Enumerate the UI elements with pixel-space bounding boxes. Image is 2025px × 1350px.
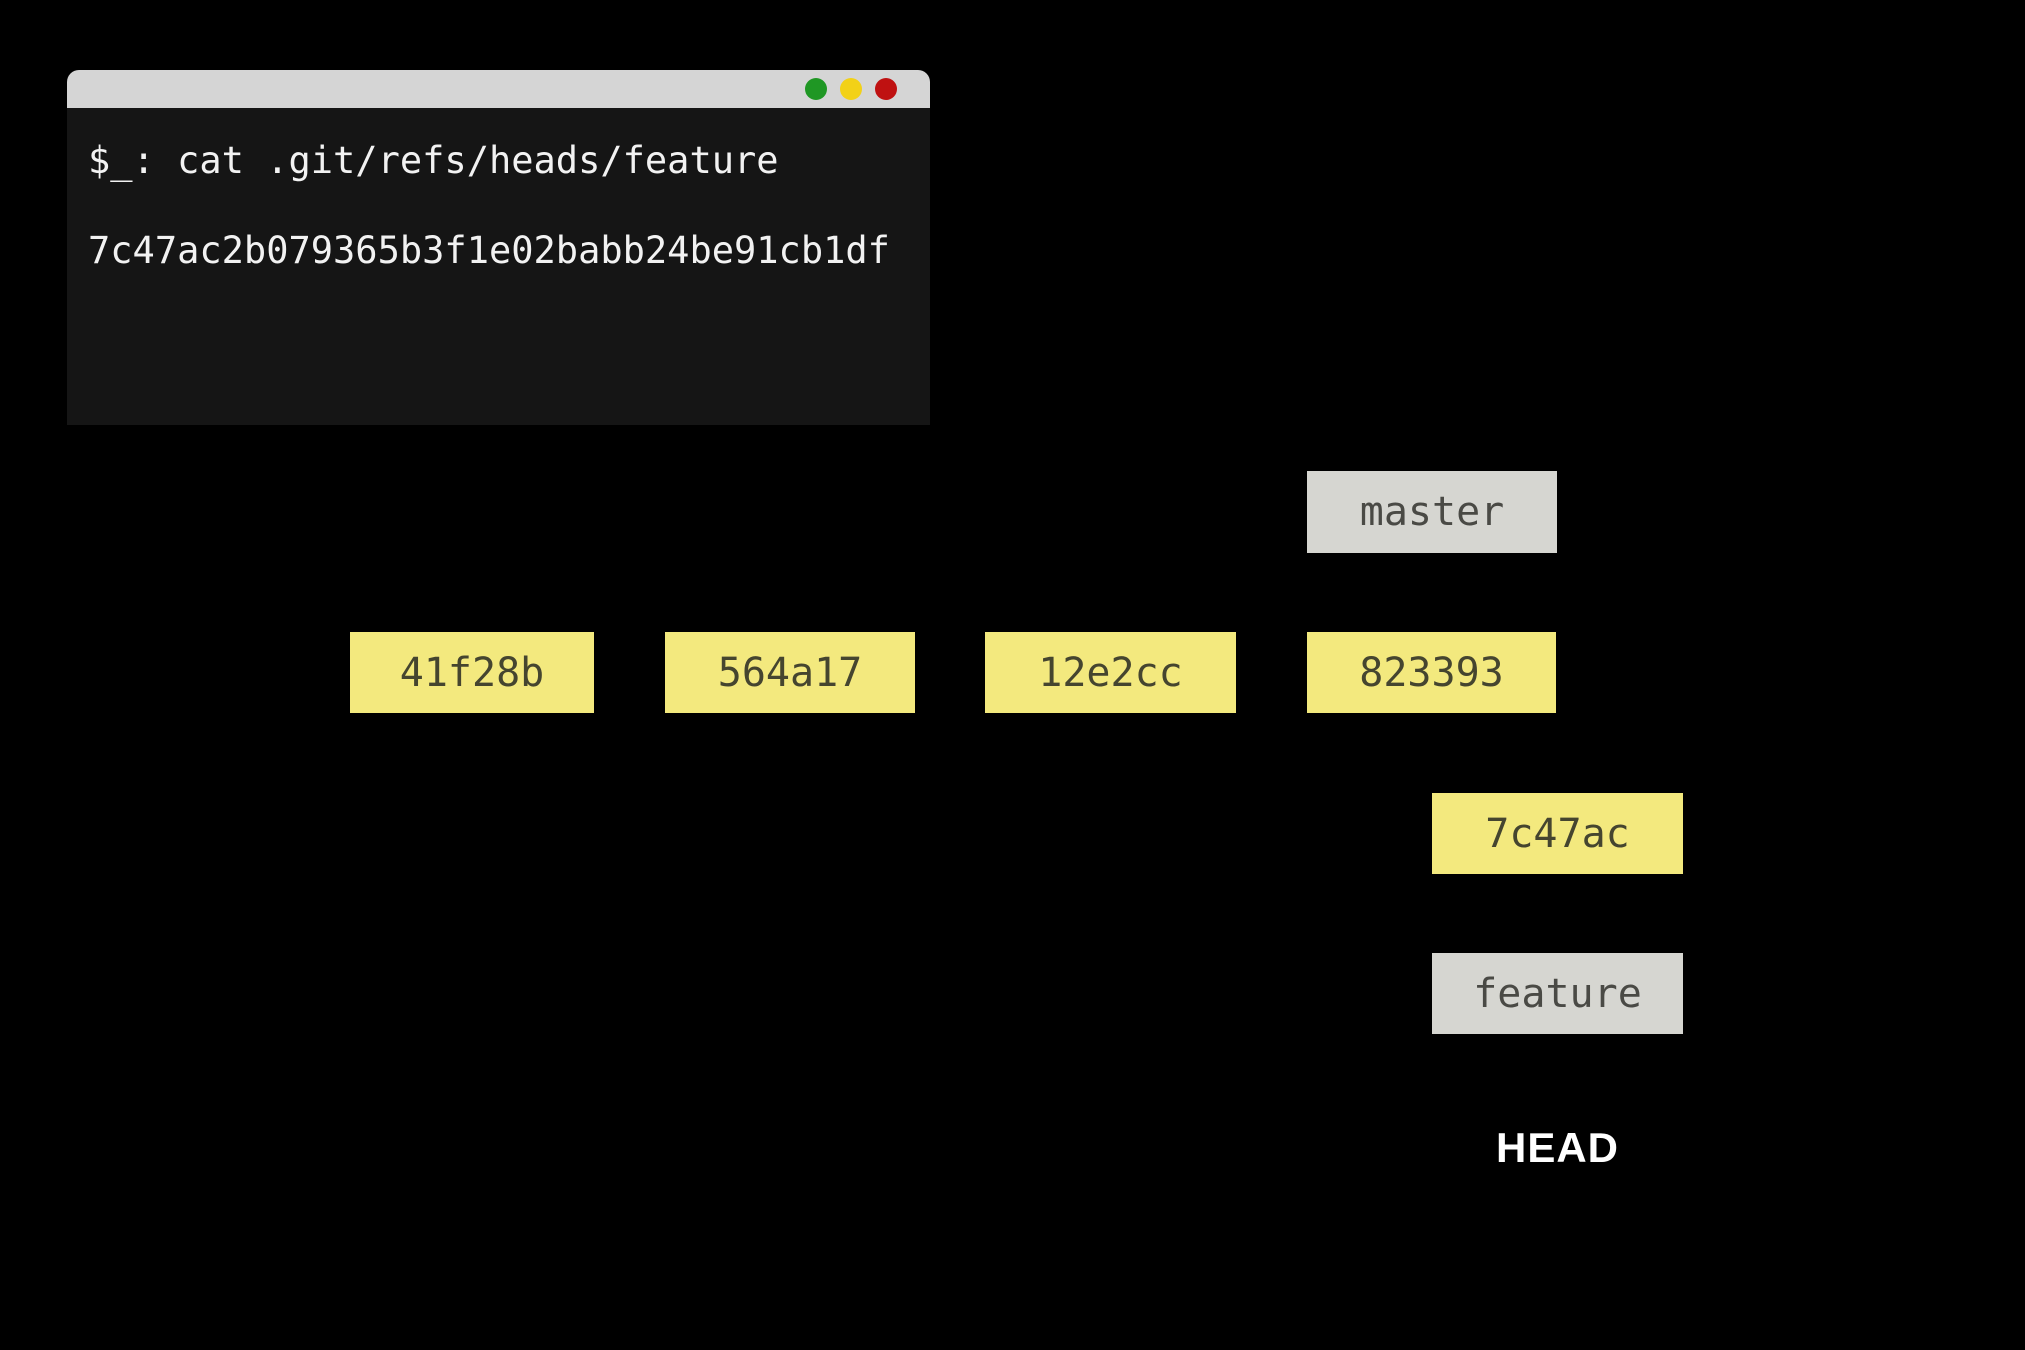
window-button-green-icon [805,78,827,100]
commit-node: 7c47ac [1432,793,1683,874]
terminal-title-bar [67,70,930,108]
commit-node: 12e2cc [985,632,1236,713]
terminal-body: $_: cat .git/refs/heads/feature 7c47ac2b… [67,108,930,425]
commit-node: 41f28b [350,632,594,713]
branch-label-feature: feature [1432,953,1683,1034]
window-button-yellow-icon [840,78,862,100]
commit-node: 823393 [1307,632,1556,713]
window-button-red-icon [875,78,897,100]
commit-node: 564a17 [665,632,915,713]
terminal-output-line: 7c47ac2b079365b3f1e02babb24be91cb1df [88,229,890,272]
head-label: HEAD [1495,1124,1619,1171]
branch-label-master: master [1307,471,1557,553]
terminal-prompt-line: $_: cat .git/refs/heads/feature [88,139,779,182]
terminal-window: $_: cat .git/refs/heads/feature 7c47ac2b… [67,70,930,425]
